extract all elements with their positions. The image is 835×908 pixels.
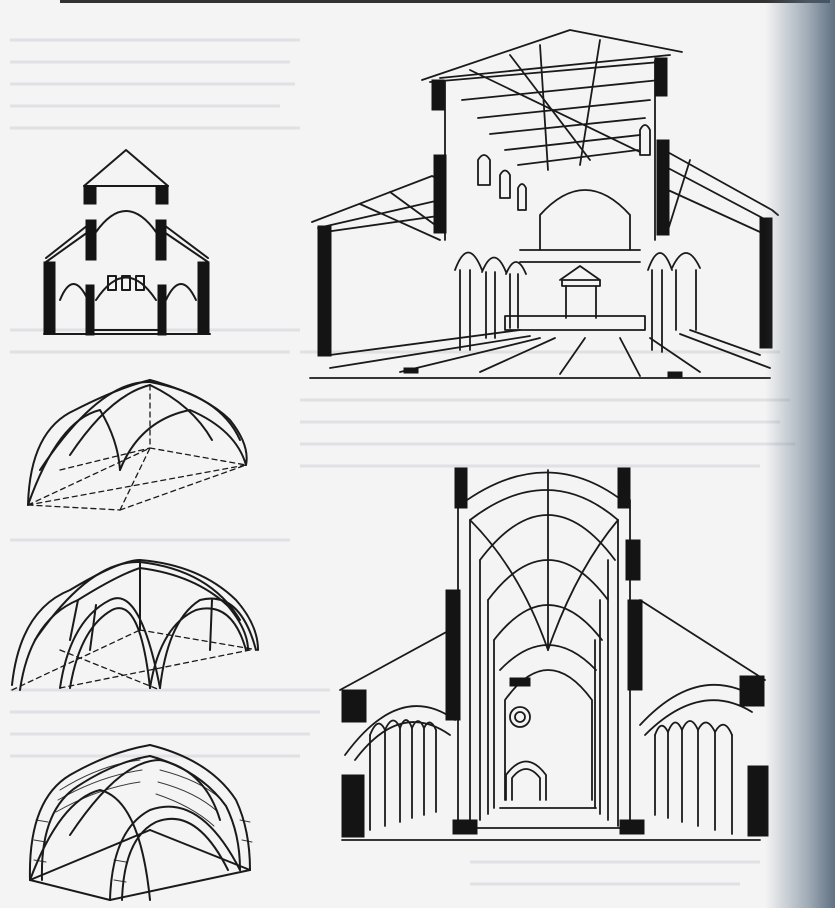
page-edge-shadow xyxy=(765,0,835,908)
top-edge-rule xyxy=(60,0,830,3)
